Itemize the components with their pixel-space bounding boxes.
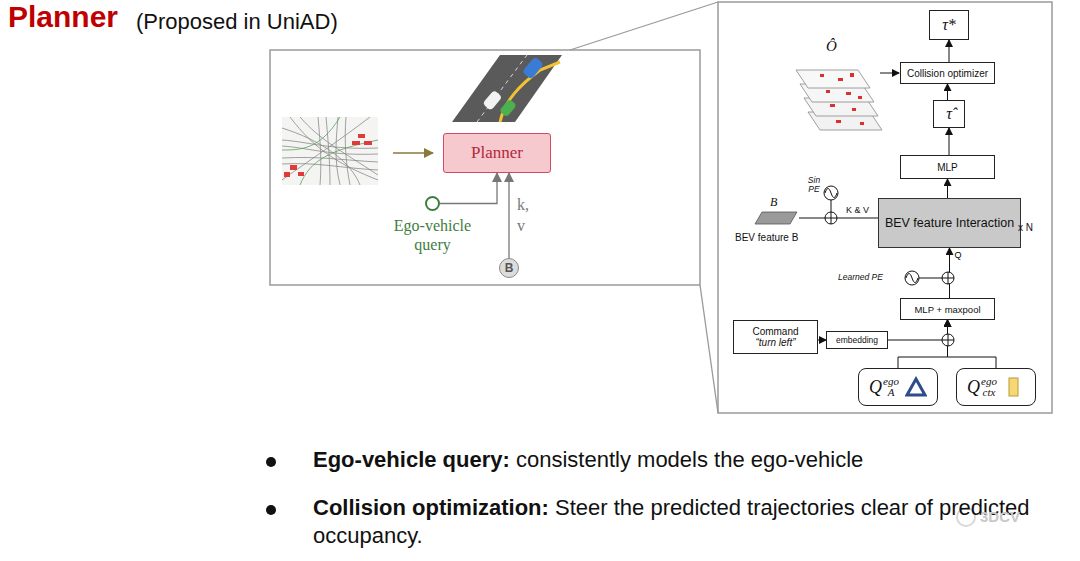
- connector: [888, 320, 948, 340]
- bev-circle: B: [499, 258, 519, 278]
- connector: [898, 320, 948, 368]
- text-label: Learned PE: [838, 272, 883, 282]
- node-label: “turn left”: [755, 337, 795, 348]
- text-label: Ô: [826, 38, 837, 55]
- query-letter: Q: [869, 377, 882, 398]
- node-label: Command: [752, 326, 798, 337]
- bullet-body: consistently models the ego-vehicle: [516, 447, 863, 472]
- agent-icon: [905, 376, 927, 398]
- connector: [949, 128, 950, 155]
- query-box: Qegoctx: [956, 368, 1036, 406]
- process-box: MLP + maxpool: [900, 298, 995, 320]
- bullet-heading: Ego-vehicle query:: [313, 447, 510, 472]
- process-box: Collision optimizer: [900, 62, 995, 84]
- bullet-heading: Collision optimization:: [313, 495, 549, 520]
- process-box: MLP: [900, 155, 995, 179]
- map-icon: [1003, 376, 1025, 398]
- output-box: τ*: [929, 10, 969, 40]
- text-label: B: [770, 195, 777, 210]
- text-label: 3DCV: [980, 508, 1020, 525]
- connector: [949, 40, 950, 62]
- node-label: B: [505, 261, 514, 275]
- subscript: ctx: [981, 387, 997, 398]
- edge-label: Q: [954, 250, 963, 260]
- subscript: A: [883, 387, 899, 398]
- planner-box: Planner: [443, 133, 551, 173]
- query-symbol: QegoA: [869, 376, 899, 398]
- connector: [947, 84, 948, 100]
- trajectory-box: τ̂: [933, 100, 965, 128]
- node-label: Ego-vehicle query: [381, 216, 485, 254]
- bullet-text: Ego-vehicle query:consistently models th…: [313, 446, 1073, 474]
- query-box: QegoA: [858, 368, 938, 406]
- node-label: BEV feature Interaction: [885, 216, 1014, 231]
- bullet-text: Collision optimization:Steer the predict…: [313, 494, 1068, 549]
- map-illustration: [282, 117, 378, 185]
- text-label: Sin PE: [804, 176, 824, 195]
- node-label: MLP: [937, 162, 958, 173]
- embedding-box: embedding: [826, 331, 888, 349]
- connector: [949, 248, 950, 298]
- text-label: x N: [1018, 222, 1033, 233]
- query-letter: Q: [967, 377, 980, 398]
- node-label: Collision optimizer: [907, 68, 988, 79]
- connector: [440, 173, 497, 204]
- connector: [818, 340, 826, 341]
- text-label: (Proposed in UniAD): [136, 9, 338, 35]
- connector: [947, 179, 948, 198]
- query-symbol: Qegoctx: [967, 376, 997, 398]
- road-illustration: [452, 55, 562, 122]
- script-stack: egoA: [883, 376, 899, 398]
- node-label: τ̂: [946, 105, 952, 123]
- edge-label: k, v: [516, 195, 536, 237]
- node-label: embedding: [836, 335, 878, 345]
- interaction-box: BEV feature Interaction: [878, 198, 1021, 248]
- superscript: ego: [981, 376, 997, 387]
- text-label: K & V: [846, 205, 869, 215]
- script-stack: egoctx: [981, 376, 997, 398]
- node-label: τ*: [942, 16, 956, 34]
- occupancy-stack: [796, 70, 882, 130]
- connector: [508, 173, 509, 258]
- ego-query-circle: Ego-vehicle query: [425, 196, 440, 211]
- connector: [948, 320, 997, 368]
- slide-title: Planner: [8, 0, 118, 34]
- superscript: ego: [883, 376, 899, 387]
- node-label: Planner: [471, 143, 523, 163]
- text-label: BEV feature B: [735, 232, 798, 243]
- command-box: Command“turn left”: [733, 320, 818, 354]
- node-label: MLP + maxpool: [914, 304, 980, 315]
